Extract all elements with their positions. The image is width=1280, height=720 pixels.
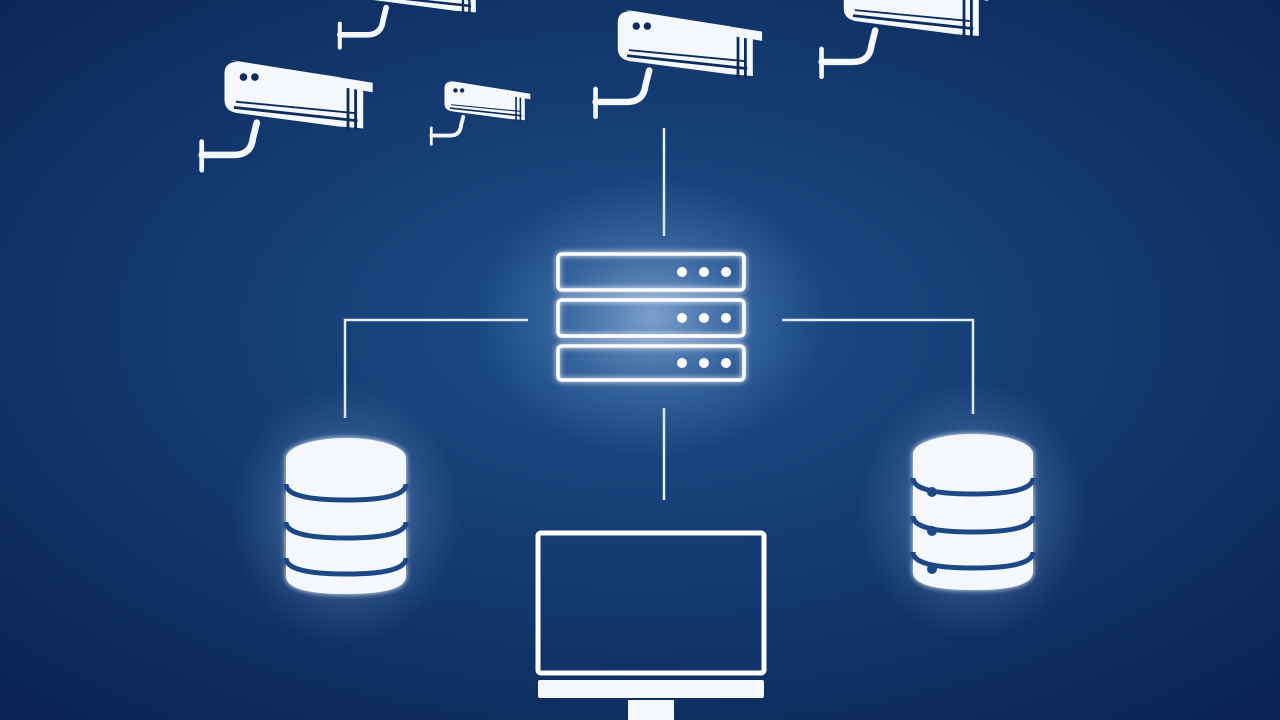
monitor-icon bbox=[535, 530, 767, 720]
server-led-dots bbox=[677, 267, 731, 368]
server-halo bbox=[477, 176, 827, 456]
monitor-node bbox=[535, 530, 767, 720]
storage-left-node bbox=[231, 385, 461, 645]
server-node bbox=[477, 176, 827, 456]
storage-right-node bbox=[858, 380, 1088, 640]
database-icon bbox=[283, 438, 409, 594]
database-icon bbox=[910, 434, 1036, 590]
server-rack-icon bbox=[556, 252, 746, 382]
